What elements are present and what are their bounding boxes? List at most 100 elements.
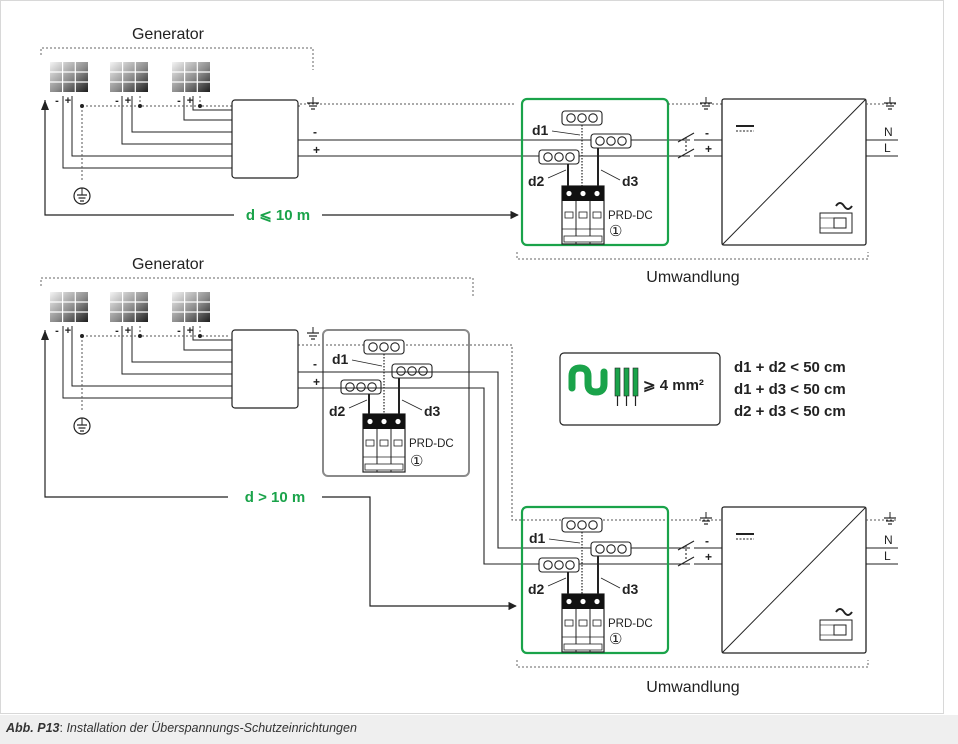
lower-inv-spd-device-label: PRD-DC <box>608 618 653 630</box>
lower-gen-earth-terminal-block <box>363 339 405 355</box>
lower-gen-d2-label: d2 <box>329 403 346 419</box>
lower-generator-bracket <box>40 277 474 296</box>
lower-ac-l-label: L <box>884 549 891 563</box>
lower-conversion-bracket <box>516 660 869 668</box>
lower-ac-n-label: N <box>884 533 893 547</box>
lower-dc-plus-label: + <box>313 375 320 389</box>
upper-panel1-minus: - <box>55 95 59 107</box>
rule-d1-d3: d1 + d3 < 50 cm <box>734 381 846 398</box>
upper-string-wiring <box>62 96 232 169</box>
upper-plus-terminal-block <box>538 149 580 165</box>
lower-inv-plus-label: + <box>705 550 712 564</box>
lower-generator-label: Generator <box>132 256 205 273</box>
lower-diagram: Generator - + - + - + <box>40 256 898 696</box>
lower-gen-spd-device-label: PRD-DC <box>409 438 454 450</box>
lower-gen-spd-device <box>362 413 406 473</box>
upper-ac-symbol-icon <box>835 202 853 210</box>
lower-panel3-minus: - <box>177 325 181 337</box>
upper-pv-panel-3 <box>171 61 211 93</box>
lower-ac-ground-icon <box>883 511 897 525</box>
upper-panel2-plus: + <box>125 95 131 107</box>
upper-dc-plus-label: + <box>313 143 320 157</box>
lower-distance-arrow <box>44 330 228 498</box>
lower-conversion-label: Umwandlung <box>646 679 739 696</box>
upper-combiner-ground-icon <box>306 96 320 110</box>
lower-gen-spd-number: ① <box>410 453 423 470</box>
lower-generator-spd-enclosure <box>322 329 470 477</box>
lower-inverter-spd-enclosure <box>520 505 670 655</box>
cable-legend: ⩾ 4 mm² d1 + d2 < 50 cm d1 + d3 < 50 cm … <box>559 352 846 426</box>
upper-spd-device <box>561 185 605 245</box>
surge-protection-diagram: Generator - + - + - + <box>40 26 898 696</box>
lower-ac-symbol-icon <box>835 608 853 616</box>
lower-inv-plus-terminal-block <box>538 557 580 573</box>
upper-pv-panel-1 <box>49 61 89 93</box>
lower-panel2-minus: - <box>115 325 119 337</box>
lower-inv-d2-label: d2 <box>528 581 545 597</box>
lower-combiner-box <box>231 329 299 409</box>
upper-combiner-box <box>231 99 299 179</box>
upper-earth-terminal-block <box>561 110 603 126</box>
lower-panel2-plus: + <box>125 325 131 337</box>
upper-spd-device-label: PRD-DC <box>608 210 653 222</box>
upper-ac-ground-icon <box>883 96 897 110</box>
cable-conductors-icon <box>614 367 639 406</box>
lower-combiner-ground-icon <box>306 326 320 340</box>
lower-dc-disconnect <box>677 540 695 567</box>
lower-gen-minus-terminal-block <box>391 363 433 379</box>
caption-bar <box>0 715 958 744</box>
lower-inverter-switch-icon <box>819 619 853 641</box>
upper-panel2-minus: - <box>115 95 119 107</box>
lower-gen-d1-label: d1 <box>332 351 349 367</box>
lower-inv-spd-device <box>561 593 605 653</box>
lower-inv-spd-number: ① <box>609 631 622 648</box>
upper-inverter-switch-icon <box>819 212 853 234</box>
lower-distance-label: d > 10 m <box>245 489 305 506</box>
upper-dc-symbol-icon <box>736 125 754 132</box>
cable-section-label: ⩾ 4 mm² <box>643 377 704 394</box>
green-cable-icon <box>568 364 608 396</box>
upper-earth-electrode-icon <box>73 187 91 205</box>
upper-distance-arrow <box>44 100 234 216</box>
caption-text: Installation der Überspannungs-Schutzein… <box>66 721 357 735</box>
upper-conversion-bracket <box>516 252 869 260</box>
lower-inv-minus-terminal-block <box>590 541 632 557</box>
lower-panel1-minus: - <box>55 325 59 337</box>
upper-d3-label: d3 <box>622 173 639 189</box>
lower-dc-minus-label: - <box>313 357 317 371</box>
upper-inv-minus-label: - <box>705 126 709 140</box>
lower-inv-minus-label: - <box>705 534 709 548</box>
upper-generator-bracket <box>40 47 314 70</box>
lower-panel3-plus: + <box>187 325 193 337</box>
caption-separator: : <box>59 721 67 735</box>
lower-inverter-ground-icon <box>699 511 713 525</box>
upper-pv-panel-2 <box>109 61 149 93</box>
upper-conversion-label: Umwandlung <box>646 269 739 286</box>
upper-d2-label: d2 <box>528 173 545 189</box>
lower-dc-symbol-icon <box>736 533 754 540</box>
lower-pv-panel-3 <box>171 291 211 323</box>
upper-ac-n-label: N <box>884 125 893 139</box>
upper-spd-number: ① <box>609 223 622 240</box>
upper-minus-terminal-block <box>590 133 632 149</box>
lower-inv-d1-label: d1 <box>529 530 546 546</box>
upper-panel3-minus: - <box>177 95 181 107</box>
upper-panel1-plus: + <box>65 95 71 107</box>
lower-panel1-plus: + <box>65 325 71 337</box>
upper-diagram: Generator - + - + - + <box>40 26 898 286</box>
upper-dc-disconnect <box>677 132 695 159</box>
upper-dc-minus-label: - <box>313 125 317 139</box>
rule-d1-d2: d1 + d2 < 50 cm <box>734 359 846 376</box>
upper-spd-enclosure <box>520 97 670 247</box>
upper-inv-plus-label: + <box>705 142 712 156</box>
upper-d1-label: d1 <box>532 122 549 138</box>
lower-earth-electrode-icon <box>73 417 91 435</box>
upper-generator-label: Generator <box>132 26 205 43</box>
upper-distance-label: d ⩽ 10 m <box>246 207 310 224</box>
lower-string-wiring <box>62 326 232 399</box>
rule-d2-d3: d2 + d3 < 50 cm <box>734 403 846 420</box>
lower-pv-panel-2 <box>109 291 149 323</box>
lower-gen-d3-label: d3 <box>424 403 441 419</box>
upper-inverter-ground-icon <box>699 96 713 110</box>
upper-panel3-plus: + <box>187 95 193 107</box>
